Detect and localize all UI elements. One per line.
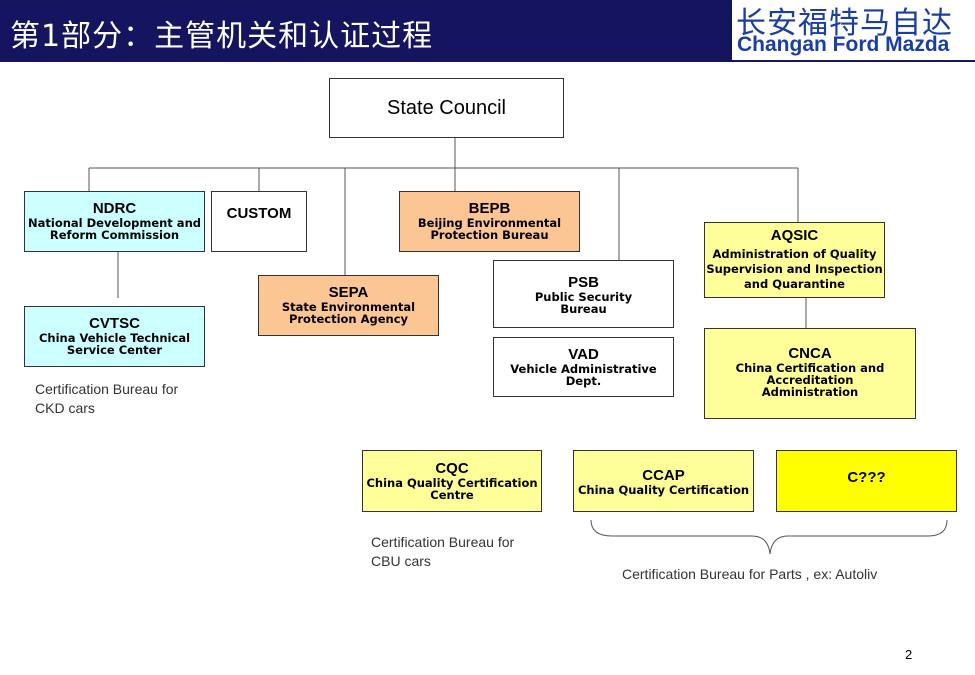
brace-parts bbox=[590, 519, 948, 555]
psb-line1: Public Security bbox=[534, 290, 633, 304]
ckd-note: Certification Bureau for CKD cars bbox=[35, 380, 178, 418]
cnca-line2: Accreditation bbox=[766, 373, 854, 387]
ndrc-line1: National Development and bbox=[28, 216, 201, 230]
c-unknown-abbr: C??? bbox=[847, 469, 886, 486]
cnca-line1: China Certification and bbox=[735, 361, 885, 375]
ccap-line1: China Quality Certification bbox=[577, 483, 750, 497]
ndrc-abbr: NDRC bbox=[92, 200, 137, 217]
aqsic-line1: Administration of Quality bbox=[712, 247, 877, 261]
cvtsc-box: CVTSC China Vehicle Technical Service Ce… bbox=[24, 306, 205, 367]
cvtsc-line2: Service Center bbox=[66, 343, 163, 357]
cqc-box: CQC China Quality Certification Centre bbox=[362, 450, 542, 512]
page-number: 2 bbox=[905, 647, 913, 662]
psb-box: PSB Public Security Bureau bbox=[493, 260, 674, 328]
sepa-abbr: SEPA bbox=[328, 284, 369, 301]
sepa-line1: State Environmental bbox=[281, 300, 416, 314]
ndrc-box: NDRC National Development and Reform Com… bbox=[24, 191, 205, 252]
bepb-line1: Beijing Environmental bbox=[417, 216, 562, 230]
vad-box: VAD Vehicle Administrative Dept. bbox=[493, 337, 674, 397]
c-unknown-box: C??? bbox=[776, 450, 957, 512]
vad-line1: Vehicle Administrative bbox=[510, 362, 657, 376]
ckd-note-line2: CKD cars bbox=[35, 400, 95, 416]
ccap-abbr: CCAP bbox=[642, 467, 685, 484]
brand-english-name: Changan Ford Mazda bbox=[737, 33, 950, 56]
cvtsc-abbr: CVTSC bbox=[89, 315, 140, 332]
cbu-note-line1: Certification Bureau for bbox=[371, 534, 515, 550]
state-council-label: State Council bbox=[387, 96, 506, 119]
cqc-line2: Centre bbox=[430, 488, 474, 502]
slide-title: 第1部分：主管机关和认证过程 bbox=[10, 19, 434, 54]
aqsic-abbr: AQSIC bbox=[770, 227, 819, 244]
title-bar: 第1部分：主管机关和认证过程 bbox=[0, 0, 732, 60]
bepb-box: BEPB Beijing Environmental Protection Bu… bbox=[399, 191, 580, 252]
cqc-line1: China Quality Certification bbox=[366, 476, 538, 490]
custom-abbr: CUSTOM bbox=[226, 205, 292, 222]
vad-abbr: VAD bbox=[568, 346, 599, 363]
sepa-box: SEPA State Environmental Protection Agen… bbox=[258, 275, 439, 336]
cqc-abbr: CQC bbox=[435, 460, 469, 477]
cbu-note: Certification Bureau for CBU cars bbox=[371, 533, 514, 571]
slide-header: 第1部分：主管机关和认证过程 长安福特马自达 Changan Ford Mazd… bbox=[0, 0, 975, 62]
cnca-line3: Administration bbox=[761, 385, 859, 399]
parts-note: Certification Bureau for Parts , ex: Aut… bbox=[622, 566, 878, 582]
cnca-box: CNCA China Certification and Accreditati… bbox=[704, 328, 916, 419]
ccap-box: CCAP China Quality Certification bbox=[573, 450, 754, 512]
vad-line2: Dept. bbox=[565, 374, 602, 388]
ckd-note-line1: Certification Bureau for bbox=[35, 381, 179, 397]
aqsic-line3: and Quarantine bbox=[744, 277, 845, 291]
cbu-note-line2: CBU cars bbox=[371, 553, 431, 569]
header-divider bbox=[0, 60, 975, 62]
cvtsc-line1: China Vehicle Technical bbox=[38, 331, 191, 345]
custom-box: CUSTOM bbox=[211, 191, 307, 252]
aqsic-box: AQSIC Administration of Quality Supervis… bbox=[704, 222, 885, 298]
psb-line2: Bureau bbox=[560, 302, 607, 316]
cnca-abbr: CNCA bbox=[788, 345, 832, 362]
ndrc-line2: Reform Commission bbox=[49, 228, 180, 242]
brand-chinese-name: 长安福特马自达 bbox=[736, 6, 953, 41]
bepb-line2: Protection Bureau bbox=[430, 228, 549, 242]
sepa-line2: Protection Agency bbox=[288, 312, 409, 326]
psb-abbr: PSB bbox=[568, 274, 599, 291]
aqsic-line2: Supervision and Inspection bbox=[706, 262, 883, 276]
state-council-box: State Council bbox=[329, 78, 564, 138]
bepb-abbr: BEPB bbox=[468, 200, 511, 217]
